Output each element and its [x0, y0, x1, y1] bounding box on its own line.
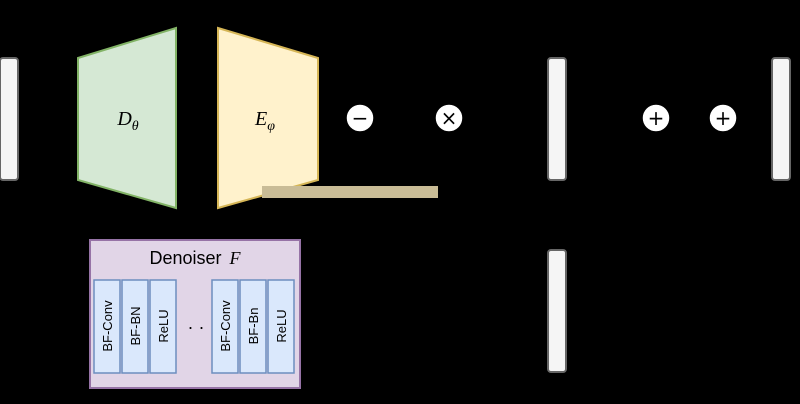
layer-label: ReLU [156, 309, 171, 342]
layer-box [239, 279, 267, 374]
plus-operator-1: + [641, 103, 671, 133]
middle-tensor [547, 57, 567, 181]
plus-symbol: + [648, 106, 665, 130]
plus-symbol: + [715, 106, 732, 130]
layer-label: ReLU [274, 309, 289, 342]
layer-label: BF-Conv [218, 300, 233, 352]
layer-box [93, 279, 121, 374]
minus-operator: − [345, 103, 375, 133]
output-tensor [771, 57, 791, 181]
layer-box [149, 279, 177, 374]
denoiser-layers-group-1: BF-Conv BF-BN ReLU [93, 279, 177, 374]
layer-label: BF-Conv [100, 300, 115, 352]
layer-box [211, 279, 239, 374]
encoder-output-bar [262, 186, 438, 198]
denoiser-layers-group-2: BF-Conv BF-Bn ReLU [211, 279, 295, 374]
decoder-block [77, 26, 177, 210]
encoder-block [217, 26, 319, 210]
layer-box [121, 279, 149, 374]
encoder-label: Eφ [254, 108, 275, 134]
layer-label: BF-Bn [246, 308, 261, 345]
minus-symbol: − [352, 106, 369, 130]
times-operator: × [434, 103, 464, 133]
input-tensor [0, 57, 19, 181]
layer-box [267, 279, 295, 374]
plus-operator-2: + [708, 103, 738, 133]
times-symbol: × [441, 106, 458, 130]
noise-tensor [547, 249, 567, 373]
layer-label: BF-BN [128, 307, 143, 346]
denoiser-ellipsis: · · [188, 317, 205, 337]
decoder-label: Dθ [116, 108, 138, 134]
